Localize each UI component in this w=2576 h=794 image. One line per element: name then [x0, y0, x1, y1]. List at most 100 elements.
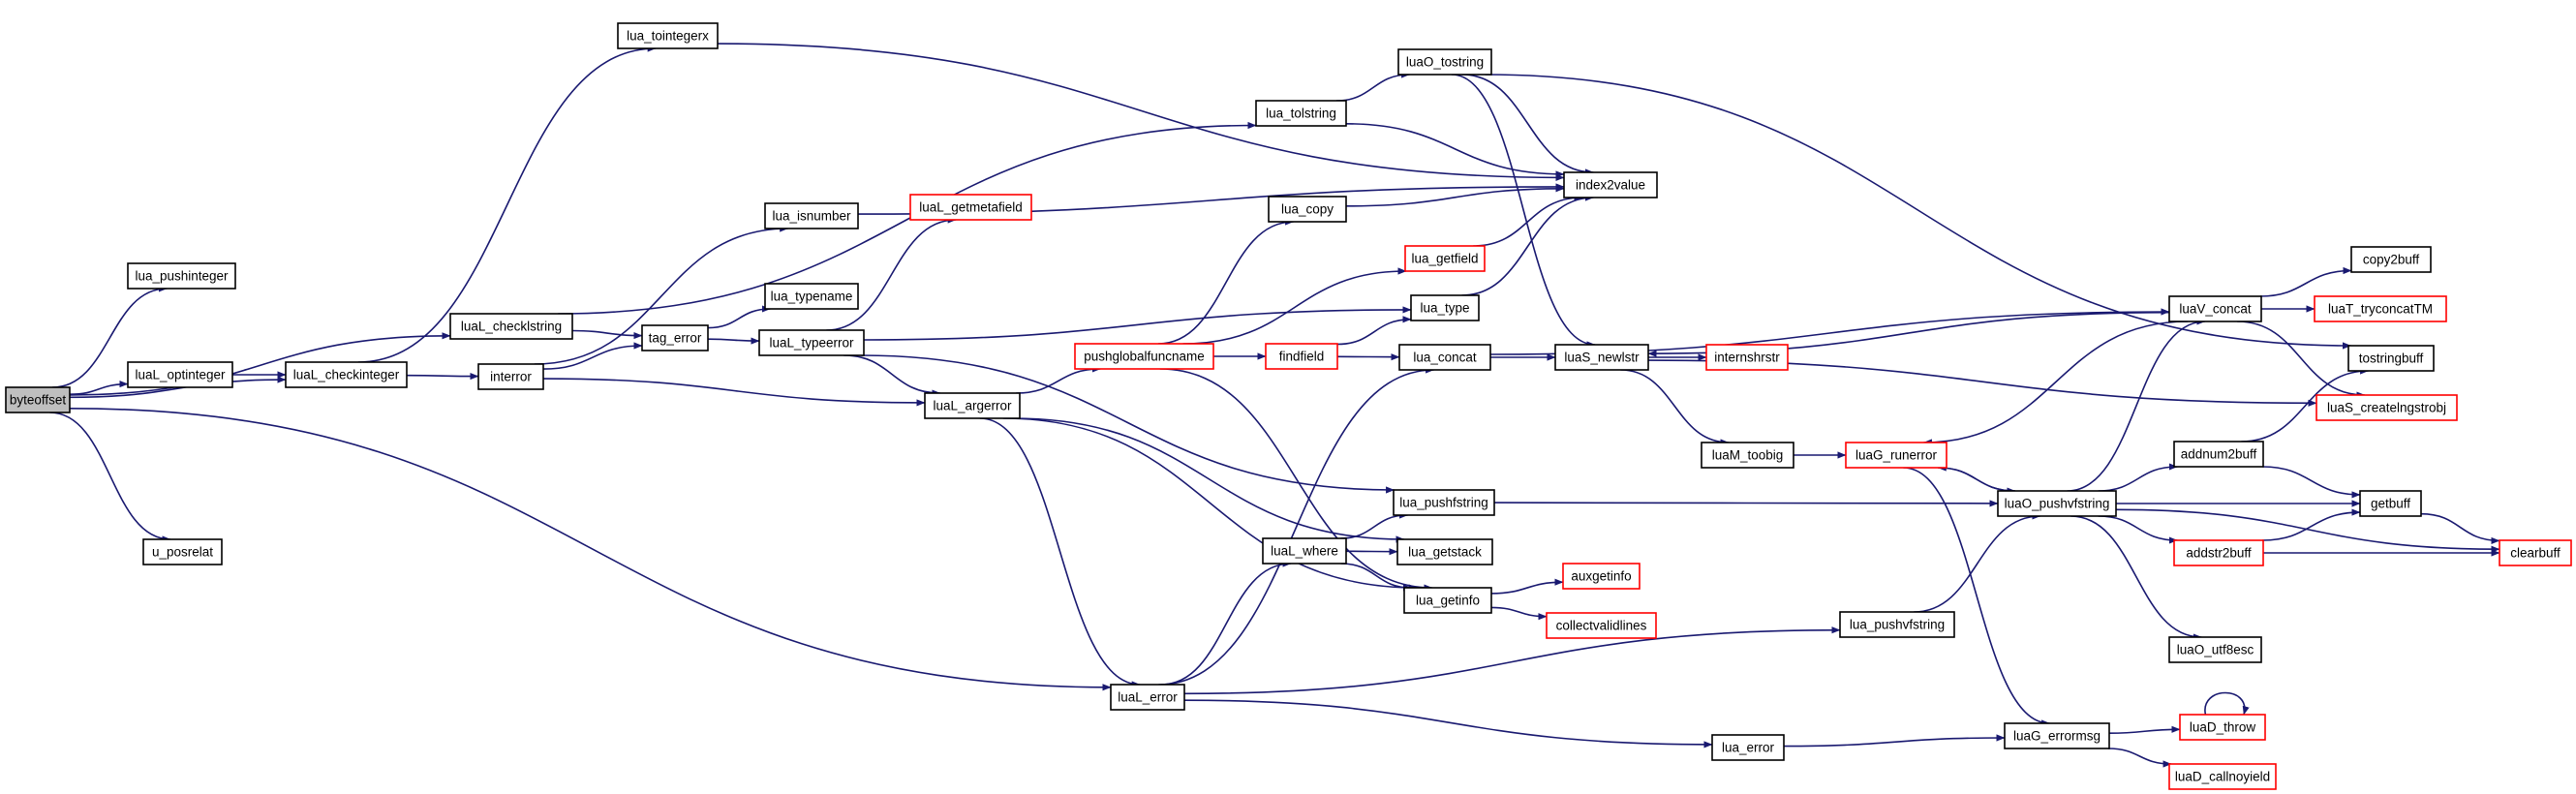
- node-lua_pushvfstring[interactable]: lua_pushvfstring: [1839, 611, 1955, 638]
- node-luaO_utf8esc[interactable]: luaO_utf8esc: [2168, 636, 2262, 663]
- node-byteoffset[interactable]: byteoffset: [5, 386, 71, 413]
- node-label: luaL_checkinteger: [293, 368, 400, 382]
- edge-luaO_tostring-to-tostringbuff: [1485, 74, 2351, 350]
- edge-luaL_where-to-lua_pushfstring: [1340, 511, 1409, 539]
- node-box: [1546, 612, 1657, 639]
- node-luaS_createlngstrobj[interactable]: luaS_createlngstrobj: [2315, 394, 2458, 421]
- node-auxgetinfo[interactable]: auxgetinfo: [1562, 563, 1641, 590]
- node-lua_tolstring[interactable]: lua_tolstring: [1255, 100, 1347, 127]
- node-internshrstr[interactable]: internshrstr: [1705, 344, 1789, 371]
- node-box: [2314, 295, 2447, 322]
- node-luaL_typeerror[interactable]: luaL_typeerror: [758, 329, 865, 356]
- node-pushglobalfuncname[interactable]: pushglobalfuncname: [1074, 343, 1214, 370]
- node-lua_copy[interactable]: lua_copy: [1268, 196, 1347, 223]
- node-box: [641, 324, 709, 351]
- node-luaV_concat[interactable]: luaV_concat: [2168, 295, 2262, 322]
- node-label: index2value: [1576, 178, 1645, 193]
- edge-getbuff-to-clearbuff: [2420, 512, 2500, 544]
- node-luaG_runerror[interactable]: luaG_runerror: [1845, 442, 1947, 469]
- node-luaD_callnoyield[interactable]: luaD_callnoyield: [2168, 763, 2277, 790]
- edge-luaO_pushvfstring-to-clearbuff: [2115, 508, 2500, 553]
- node-lua_getfield[interactable]: lua_getfield: [1404, 245, 1486, 272]
- node-box: [477, 363, 544, 390]
- node-copy2buff[interactable]: copy2buff: [2350, 246, 2432, 273]
- node-clearbuff[interactable]: clearbuff: [2499, 539, 2572, 566]
- node-luaL_getmetafield[interactable]: luaL_getmetafield: [909, 194, 1032, 221]
- node-lua_getinfo[interactable]: lua_getinfo: [1403, 587, 1492, 614]
- node-lua_pushinteger[interactable]: lua_pushinteger: [127, 262, 236, 290]
- node-lua_isnumber[interactable]: lua_isnumber: [764, 202, 859, 229]
- node-box: [1393, 489, 1495, 516]
- node-label: u_posrelat: [152, 545, 213, 560]
- node-label: lua_error: [1722, 741, 1775, 755]
- edge-luaL_typeerror-to-luaL_argerror: [843, 354, 941, 397]
- node-box: [1705, 344, 1789, 371]
- node-box: [2168, 295, 2262, 322]
- node-lua_pushfstring[interactable]: lua_pushfstring: [1393, 489, 1495, 516]
- node-luaD_throw[interactable]: luaD_throw: [2179, 714, 2266, 741]
- node-index2value[interactable]: index2value: [1563, 171, 1658, 198]
- node-luaM_toobig[interactable]: luaM_toobig: [1701, 442, 1794, 469]
- edge-luaL_argerror-to-lua_getinfo: [1002, 417, 1418, 592]
- node-box: [2315, 394, 2458, 421]
- node-lua_tointegerx[interactable]: lua_tointegerx: [617, 22, 719, 49]
- node-box: [2004, 722, 2110, 749]
- node-box: [1397, 48, 1492, 76]
- edge-luaO_pushvfstring-to-luaO_utf8esc: [2070, 515, 2202, 641]
- edge-pushglobalfuncname-to-lua_getfield: [1182, 267, 1407, 345]
- edge-luaV_concat-to-luaG_runerror: [1922, 321, 2189, 446]
- node-luaS_newlstr[interactable]: luaS_newlstr: [1554, 344, 1649, 371]
- node-luaL_where[interactable]: luaL_where: [1262, 537, 1347, 565]
- node-collectvalidlines[interactable]: collectvalidlines: [1546, 612, 1657, 639]
- node-lua_typename[interactable]: lua_typename: [764, 283, 859, 310]
- node-addnum2buff[interactable]: addnum2buff: [2173, 441, 2264, 468]
- node-box: [1262, 537, 1347, 565]
- node-tag_error[interactable]: tag_error: [641, 324, 709, 351]
- edge-byteoffset-to-luaL_checkinteger: [69, 376, 287, 399]
- node-getbuff[interactable]: getbuff: [2359, 490, 2422, 517]
- edge-luaL_checklstring-to-lua_tolstring: [558, 121, 1257, 315]
- node-label: collectvalidlines: [1556, 619, 1647, 633]
- node-luaT_tryconcatTM[interactable]: luaT_tryconcatTM: [2314, 295, 2447, 322]
- node-box: [1997, 490, 2117, 517]
- node-lua_getstack[interactable]: lua_getstack: [1396, 538, 1493, 565]
- node-label: lua_getstack: [1408, 545, 1482, 560]
- node-luaL_checklstring[interactable]: luaL_checklstring: [449, 313, 573, 340]
- node-addstr2buff[interactable]: addstr2buff: [2173, 539, 2264, 566]
- node-box: [1403, 587, 1492, 614]
- node-luaL_argerror[interactable]: luaL_argerror: [924, 392, 1021, 419]
- node-luaO_tostring[interactable]: luaO_tostring: [1397, 48, 1492, 76]
- edge-layer: [49, 43, 2500, 768]
- node-box: [127, 262, 236, 290]
- node-interror[interactable]: interror: [477, 363, 544, 390]
- node-box: [1396, 538, 1493, 565]
- node-box: [2179, 714, 2266, 741]
- node-label: luaL_where: [1271, 544, 1338, 559]
- node-lua_type[interactable]: lua_type: [1410, 294, 1480, 321]
- node-luaL_checkinteger[interactable]: luaL_checkinteger: [285, 361, 408, 388]
- node-u_posrelat[interactable]: u_posrelat: [142, 538, 223, 565]
- edge-luaG_runerror-to-luaG_errormsg: [1903, 467, 2051, 727]
- node-lua_concat[interactable]: lua_concat: [1398, 344, 1491, 371]
- node-tostringbuff[interactable]: tostringbuff: [2347, 345, 2435, 372]
- node-label: lua_tolstring: [1266, 107, 1336, 121]
- node-luaL_optinteger[interactable]: luaL_optinteger: [127, 361, 233, 388]
- node-box: [1255, 100, 1347, 127]
- edge-pushglobalfuncname-to-lua_copy: [1157, 218, 1295, 345]
- node-lua_error[interactable]: lua_error: [1711, 734, 1785, 761]
- node-label: luaD_throw: [2190, 720, 2256, 735]
- node-label: luaS_newlstr: [1564, 351, 1640, 365]
- node-box: [1711, 734, 1785, 761]
- node-label: lua_tointegerx: [627, 29, 709, 44]
- edge-lua_tointegerx-to-index2value: [717, 43, 1565, 181]
- node-luaL_error[interactable]: luaL_error: [1110, 684, 1185, 711]
- node-label: lua_getinfo: [1416, 594, 1480, 608]
- edge-interror-to-luaL_argerror: [542, 378, 926, 407]
- edge-luaL_checkinteger-to-interror: [406, 372, 479, 381]
- node-label: luaL_checklstring: [461, 320, 562, 334]
- edge-lua_copy-to-index2value: [1345, 185, 1565, 207]
- node-luaG_errormsg[interactable]: luaG_errormsg: [2004, 722, 2110, 749]
- edge-luaL_checkinteger-to-lua_tointegerx: [357, 45, 657, 363]
- node-luaO_pushvfstring[interactable]: luaO_pushvfstring: [1997, 490, 2117, 517]
- node-findfield[interactable]: findfield: [1265, 343, 1338, 370]
